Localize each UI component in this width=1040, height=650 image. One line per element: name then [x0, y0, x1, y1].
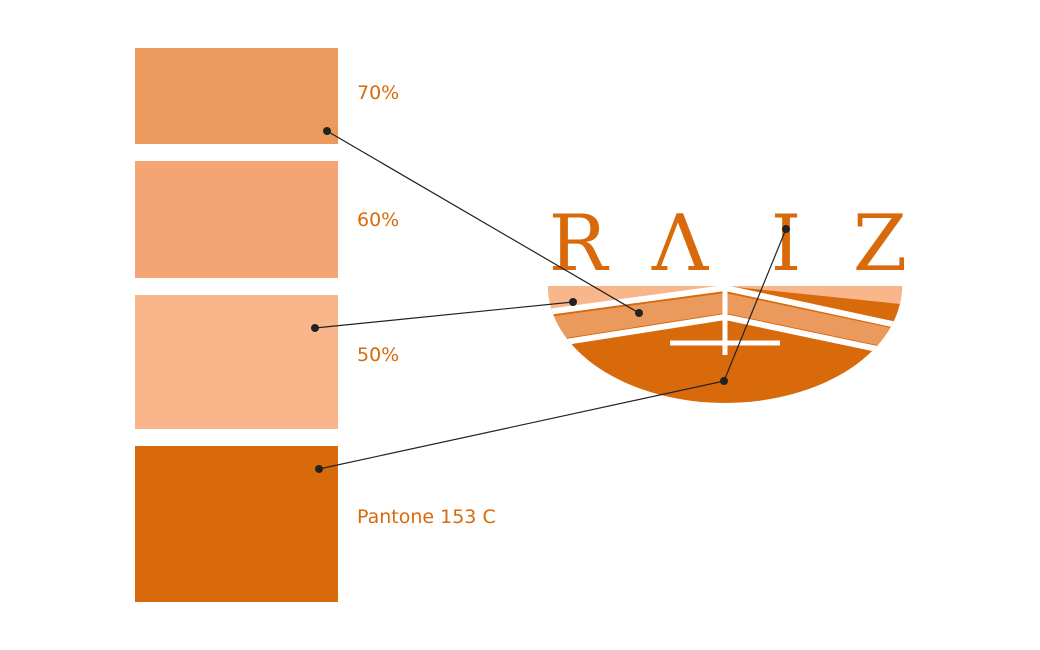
leader-line-50 [314, 301, 574, 329]
leader-line-70 [326, 130, 640, 314]
raiz-logo: R Λ I Z [548, 199, 907, 403]
leader-dot [720, 377, 728, 385]
logo-letter-lambda: Λ [651, 199, 710, 289]
bowl-band-50 [548, 286, 902, 310]
leader-dot [782, 225, 790, 233]
logo-letter-z: Z [853, 199, 907, 289]
swatch-60-percent [135, 161, 338, 278]
label-50-percent: 50% [357, 344, 400, 366]
logo-wordmark: R Λ I Z [549, 199, 907, 289]
logo-letter-i: I [771, 199, 802, 289]
leader-line-wordmark [723, 228, 787, 382]
logo-letter-r: R [549, 199, 610, 289]
swatch-pantone-153c [135, 446, 338, 602]
swatch-50-percent [135, 295, 338, 429]
leader-dot [323, 127, 331, 135]
leader-line-pantone-153c [318, 380, 725, 470]
label-60-percent: 60% [357, 209, 400, 231]
swatch-70-percent [135, 48, 338, 144]
logo-bowl-emblem [548, 286, 902, 403]
leader-dot [635, 309, 643, 317]
label-70-percent: 70% [357, 82, 400, 104]
leader-dot [311, 324, 319, 332]
leader-dot [315, 465, 323, 473]
leader-dot [569, 298, 577, 306]
bowl-band-70 [548, 293, 902, 354]
leader-lines [311, 127, 790, 473]
label-pantone-153c: Pantone 153 C [357, 506, 496, 528]
